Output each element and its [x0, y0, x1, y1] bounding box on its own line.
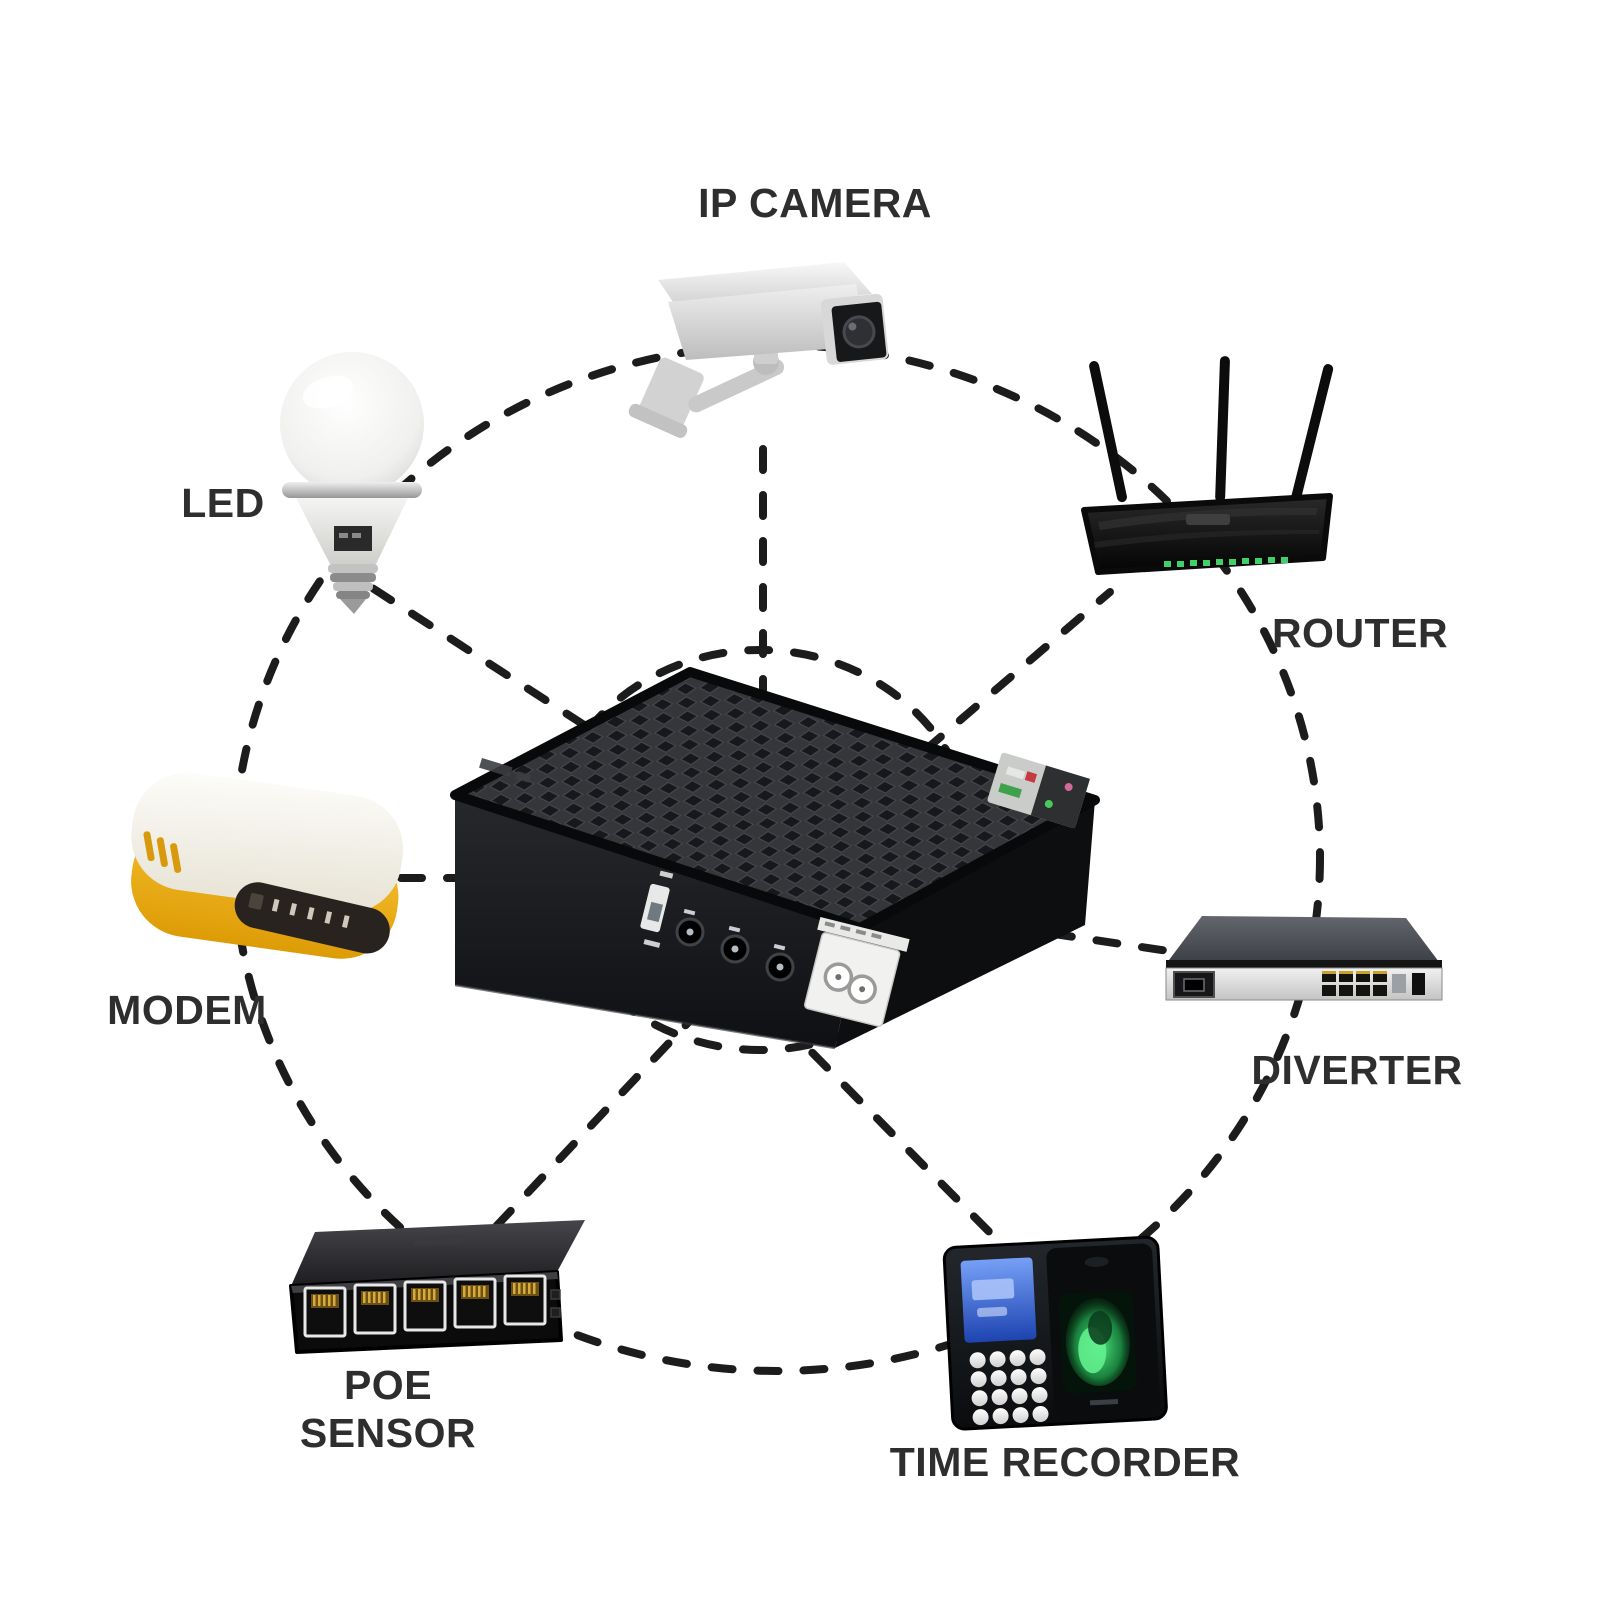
ups-ports	[640, 870, 910, 1027]
mini-ups-power-box	[450, 667, 1100, 1050]
connector-diverter	[956, 916, 1179, 956]
time-recorder-keypad	[969, 1349, 1049, 1426]
poe-switch-icon	[289, 1220, 585, 1354]
label-diverter: DIVERTER	[1251, 1047, 1463, 1093]
label-router: ROUTER	[1271, 610, 1449, 656]
led-bulb-icon	[280, 352, 424, 614]
label-poe-line2: SENSOR	[299, 1410, 477, 1456]
rack-switch-icon	[1165, 916, 1443, 1001]
connector-time-recorder	[776, 1016, 1016, 1259]
poe-ports	[303, 1274, 547, 1338]
cctv-camera-icon	[628, 262, 889, 438]
label-poe-sensor: POE SENSOR	[300, 1361, 476, 1457]
modem-icon	[131, 772, 404, 959]
fingerprint-time-clock-icon	[942, 1235, 1168, 1431]
diverter-ports	[1322, 971, 1387, 996]
label-poe-line1: POE	[343, 1362, 433, 1408]
connector-poe-sensor	[484, 1006, 704, 1239]
label-time-recorder: TIME RECORDER	[889, 1439, 1241, 1485]
label-ip-camera: IP CAMERA	[698, 180, 932, 226]
router-led-strip	[1164, 557, 1288, 567]
label-modem: MODEM	[107, 987, 267, 1033]
wifi-router-icon	[1081, 356, 1334, 575]
ac-inlet	[804, 916, 910, 1027]
label-led: LED	[181, 480, 265, 526]
ups-status-display	[987, 752, 1090, 829]
time-recorder-screen	[960, 1257, 1037, 1343]
